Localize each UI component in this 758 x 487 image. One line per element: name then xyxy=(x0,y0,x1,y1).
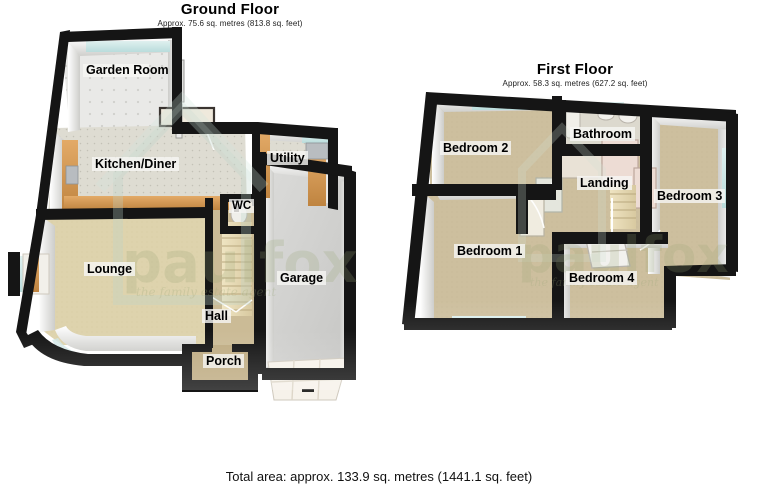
wall-face-garden-left xyxy=(68,42,80,132)
first-floor-stairs xyxy=(610,185,636,240)
utility-sink xyxy=(305,142,329,160)
room-label-bathroom: Bathroom xyxy=(570,127,636,141)
room-label-utility: Utility xyxy=(267,151,308,165)
first-haze xyxy=(400,300,758,344)
total-area-text: Total area: approx. 133.9 sq. metres (14… xyxy=(225,469,533,484)
garden-room-floor xyxy=(62,40,180,132)
kitchen-sink xyxy=(65,165,79,185)
window-garden-rear xyxy=(86,41,170,52)
room-label-wc: WC xyxy=(229,199,255,213)
room-label-bedroom-3: Bedroom 3 xyxy=(654,189,726,203)
garage-floor xyxy=(262,160,352,372)
lounge-floor xyxy=(40,214,205,345)
ground-floor-drawing xyxy=(0,27,380,401)
room-label-porch: Porch xyxy=(203,354,245,368)
room-label-lounge: Lounge xyxy=(84,262,136,276)
room-label-bedroom-2: Bedroom 2 xyxy=(440,141,512,155)
room-label-bedroom-1: Bedroom 1 xyxy=(454,244,526,258)
ground-floor-area: Approx. 75.6 sq. metres (813.8 sq. feet) xyxy=(157,19,303,28)
room-label-kitchen-diner: Kitchen/Diner xyxy=(92,157,180,171)
bed-detail xyxy=(591,249,629,253)
first-floor-area: Approx. 58.3 sq. metres (627.2 sq. feet) xyxy=(502,79,648,88)
kitchen-units-bottom xyxy=(64,196,244,210)
garden-room-label-text: Garden Room xyxy=(86,63,169,77)
ground-haze xyxy=(0,330,380,390)
room-label-landing: Landing xyxy=(577,176,632,190)
room-label-garage: Garage xyxy=(277,271,327,285)
ground-floor-title: Ground Floor xyxy=(180,1,280,18)
room-label-garden-room: Garden Room xyxy=(83,64,169,77)
watermark-tagline-ground: the family estate agent xyxy=(136,285,276,299)
room-label-bedroom-4: Bedroom 4 xyxy=(566,271,638,285)
first-floor-title: First Floor xyxy=(536,61,614,78)
room-label-hall: Hall xyxy=(202,309,231,323)
watermark-name-ground: paulfox xyxy=(122,231,358,296)
